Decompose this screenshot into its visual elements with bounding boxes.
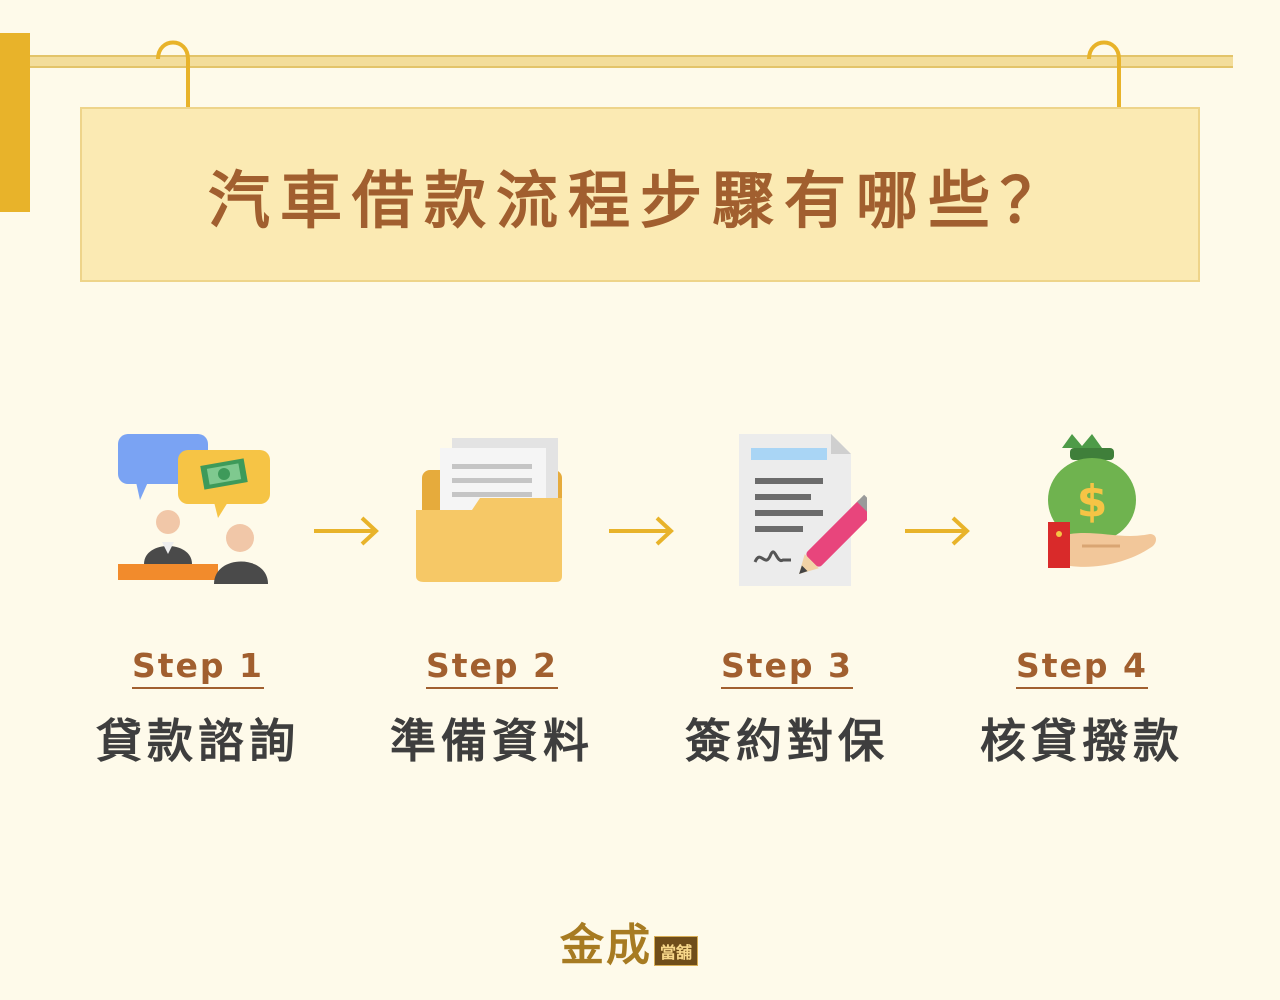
- consultation-icon: [118, 434, 270, 584]
- page-title: 汽車借款流程步驟有哪些？: [207, 163, 1072, 237]
- step-4-label: Step 4: [1016, 646, 1148, 689]
- money-bag-hand-icon: $: [1048, 434, 1156, 568]
- brand-logo: 金成 當舖: [560, 918, 699, 974]
- arrow-right-icon: [314, 516, 379, 546]
- title-banner: 汽車借款流程步驟有哪些？: [80, 107, 1200, 282]
- step-4-name: 核貸撥款: [980, 714, 1184, 768]
- step-2-label: Step 2: [426, 646, 558, 689]
- step-2-name: 準備資料: [390, 714, 594, 768]
- contract-sign-icon: [739, 434, 879, 586]
- logo-main-text: 金成: [560, 920, 652, 971]
- step-3: Step 3 簽約對保: [672, 430, 902, 771]
- step-1-name: 貸款諮詢: [96, 714, 300, 768]
- folder-documents-icon: [416, 438, 562, 582]
- step-2: Step 2 準備資料: [377, 430, 607, 771]
- arrow-right-icon: [905, 516, 970, 546]
- step-3-label: Step 3: [721, 646, 853, 689]
- step-1-label: Step 1: [132, 646, 264, 689]
- side-accent-bar: [0, 33, 30, 212]
- arrow-right-icon: [609, 516, 674, 546]
- step-3-name: 簽約對保: [685, 714, 889, 768]
- step-1: Step 1 貸款諮詢: [83, 430, 313, 771]
- logo-tag-text: 當舖: [654, 936, 699, 966]
- hanging-rail: [30, 55, 1233, 68]
- step-4: $ Step 4 核貸撥款: [967, 430, 1197, 771]
- svg-text:$: $: [1077, 476, 1108, 527]
